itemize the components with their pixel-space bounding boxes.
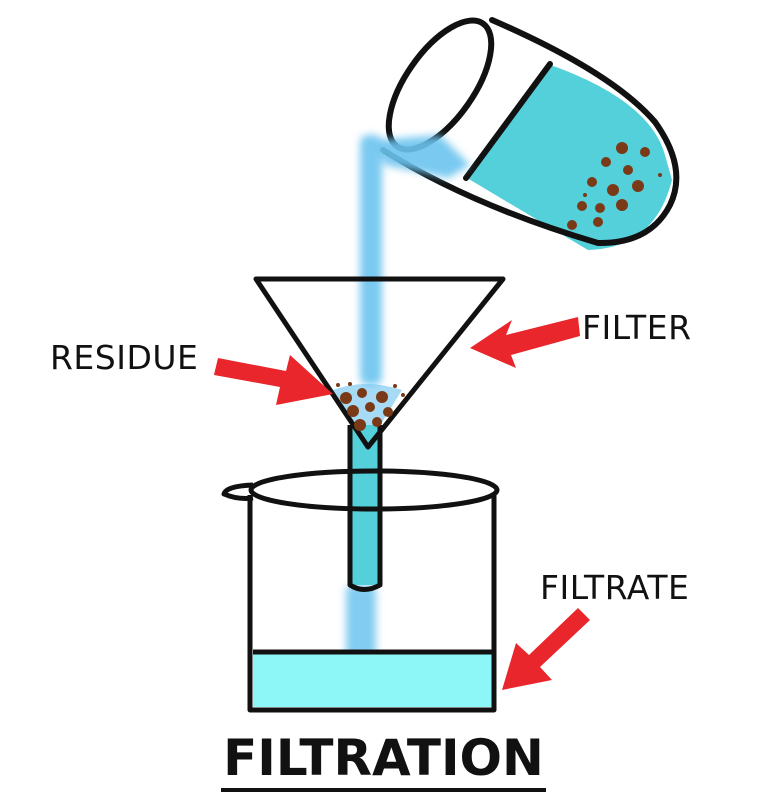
beaker-rim [248, 468, 500, 512]
filtrate-arrow [502, 608, 590, 690]
funnel-cone [253, 276, 506, 450]
residue-particles [336, 382, 405, 431]
diagram-title-text: FILTRATION [221, 729, 546, 792]
residue-label: RESIDUE [50, 338, 199, 377]
collecting-beaker [221, 468, 500, 713]
filtrate-label: FILTRATE [540, 568, 690, 607]
filter-arrow [470, 317, 580, 368]
pouring-beaker-body [380, 17, 680, 247]
diagram-title: FILTRATION [0, 729, 767, 792]
beaker-body [247, 493, 497, 713]
filter-label: FILTER [582, 308, 692, 347]
funnel-stem [347, 425, 383, 592]
pouring-beaker [380, 17, 680, 250]
funnel [253, 276, 506, 592]
filtrate-liquid [253, 652, 493, 707]
residue-arrow [214, 355, 333, 405]
funnel-stem-liquid [350, 425, 378, 585]
pouring-stream [346, 135, 470, 657]
pouring-beaker-liquid-level [463, 61, 553, 181]
beaker-spout [221, 482, 254, 501]
pouring-beaker-particles [567, 142, 662, 230]
